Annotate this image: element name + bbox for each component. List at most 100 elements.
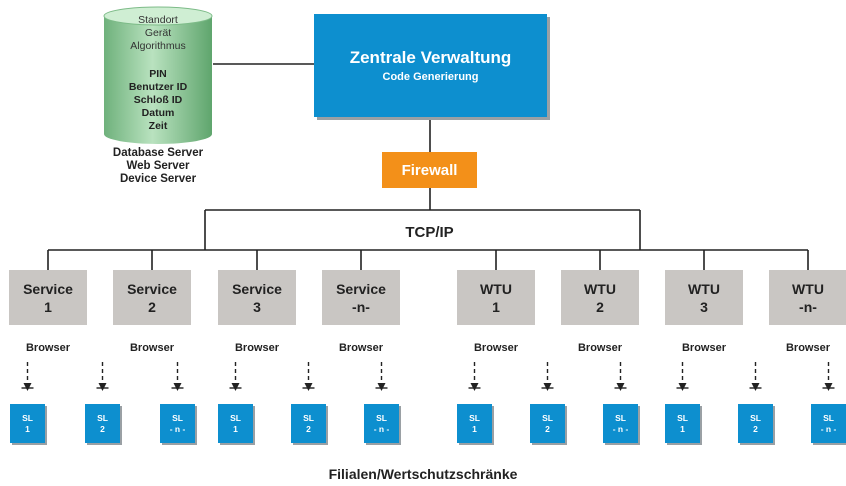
caption-device-server: Device Server <box>119 173 197 185</box>
node-number: 3 <box>700 298 708 315</box>
browser-label: Browser <box>338 342 384 354</box>
node-label: WTU <box>584 280 616 297</box>
terminal-number: - n - <box>820 423 837 434</box>
terminal-number: 1 <box>472 423 477 434</box>
node-label: WTU <box>688 280 720 297</box>
node-label: Service <box>232 280 282 297</box>
terminal-label: SL <box>97 412 108 423</box>
node-number: 2 <box>596 298 604 315</box>
terminal-label: SL <box>542 412 553 423</box>
browser-label: Browser <box>473 342 519 354</box>
central-title: Zentrale Verwaltung <box>349 48 512 67</box>
terminal-label: SL <box>303 412 314 423</box>
terminal-number: - n - <box>612 423 629 434</box>
database-caption: Database Server Web Server Device Server <box>88 147 228 186</box>
terminal-label: SL <box>230 412 241 423</box>
down-arrow-icon <box>96 362 109 391</box>
safe-terminal: SL- n - <box>364 404 399 443</box>
node-service-4: Service-n- <box>322 270 400 325</box>
db-field-geraet: Gerät <box>144 27 172 39</box>
terminal-number: 1 <box>233 423 238 434</box>
terminal-label: SL <box>22 412 33 423</box>
node-label: WTU <box>480 280 512 297</box>
down-arrow-icon <box>21 362 34 391</box>
down-arrow-icon <box>468 362 481 391</box>
caption-database-server: Database Server <box>112 147 204 159</box>
terminal-label: SL <box>750 412 761 423</box>
central-subtitle: Code Generierung <box>382 71 479 83</box>
terminal-label: SL <box>469 412 480 423</box>
db-field-standort: Standort <box>138 14 178 26</box>
browser-label: Browser <box>681 342 727 354</box>
down-arrow-icon <box>676 362 689 391</box>
network-label: TCP/IP <box>405 224 454 241</box>
browser-label: Browser <box>25 342 71 354</box>
down-arrow-icon <box>302 362 315 391</box>
node-wtu-4: WTU-n- <box>769 270 846 325</box>
terminal-label: SL <box>615 412 626 423</box>
node-number: -n- <box>352 298 370 315</box>
db-field-benutzer-id: Benutzer ID <box>128 81 188 93</box>
terminal-label: SL <box>823 412 834 423</box>
down-arrow-icon <box>822 362 835 391</box>
browser-label: Browser <box>785 342 831 354</box>
down-arrow-icon <box>229 362 242 391</box>
node-label: Service <box>336 280 386 297</box>
node-number: -n- <box>799 298 817 315</box>
central-management-box: Zentrale Verwaltung Code Generierung <box>314 14 547 117</box>
node-label: WTU <box>792 280 824 297</box>
down-arrow-icon <box>749 362 762 391</box>
terminal-number: 1 <box>680 423 685 434</box>
terminal-label: SL <box>172 412 183 423</box>
browser-label: Browser <box>129 342 175 354</box>
db-field-schloss-id: Schloß ID <box>133 94 183 106</box>
down-arrow-icon <box>541 362 554 391</box>
browser-label: Browser <box>577 342 623 354</box>
caption-web-server: Web Server <box>126 160 190 172</box>
db-field-algorithmus: Algorithmus <box>130 40 186 52</box>
firewall-box: Firewall <box>382 152 477 188</box>
terminal-number: 2 <box>100 423 105 434</box>
browser-label: Browser <box>234 342 280 354</box>
down-arrow-icon <box>171 362 184 391</box>
node-number: 2 <box>148 298 156 315</box>
node-number: 1 <box>492 298 500 315</box>
node-number: 1 <box>44 298 52 315</box>
terminal-number: 2 <box>306 423 311 434</box>
safe-terminal: SL- n - <box>160 404 195 443</box>
db-field-zeit: Zeit <box>148 120 168 132</box>
safe-terminal: SL- n - <box>603 404 638 443</box>
terminal-label: SL <box>376 412 387 423</box>
db-field-pin: PIN <box>149 68 167 80</box>
safe-terminal: SL- n - <box>811 404 846 443</box>
terminal-number: 1 <box>25 423 30 434</box>
database-server-icon: Standort Gerät Algorithmus PIN Benutzer … <box>103 6 213 146</box>
down-arrow-icon <box>614 362 627 391</box>
terminal-number: 2 <box>753 423 758 434</box>
terminal-number: - n - <box>373 423 390 434</box>
down-arrow-icon <box>375 362 388 391</box>
terminal-label: SL <box>677 412 688 423</box>
node-label: Service <box>23 280 73 297</box>
node-label: Service <box>127 280 177 297</box>
terminal-number: 2 <box>545 423 550 434</box>
terminal-number: - n - <box>169 423 186 434</box>
db-field-datum: Datum <box>141 107 175 119</box>
footer-label: Filialen/Wertschutzschränke <box>328 466 518 482</box>
node-number: 3 <box>253 298 261 315</box>
